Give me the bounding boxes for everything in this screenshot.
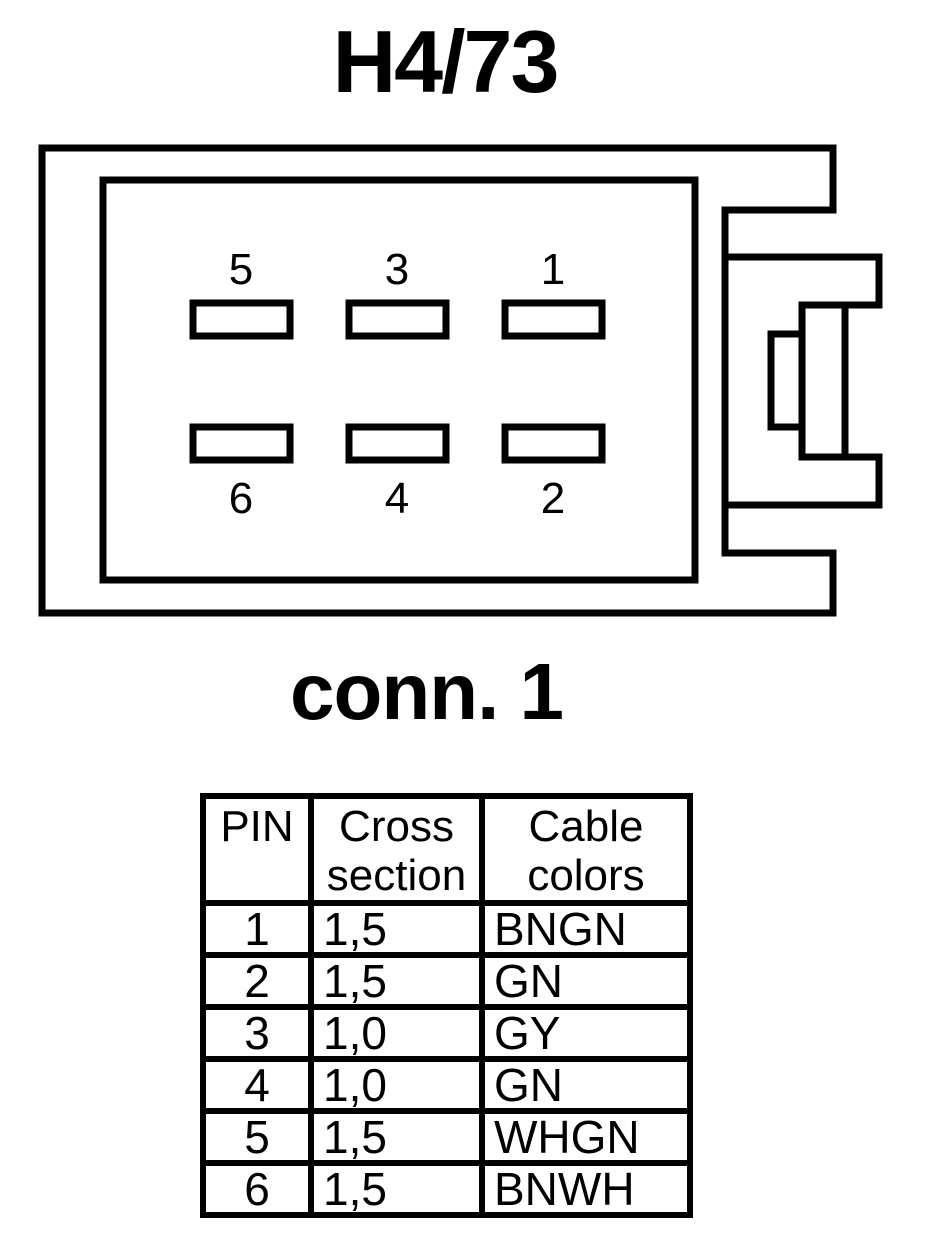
pin-label-2: 2 <box>541 474 565 523</box>
pin-slot-4 <box>345 423 450 464</box>
col-header-cross-line2: section <box>326 851 467 900</box>
connector-caption: conn. 1 <box>289 647 564 736</box>
col-header-cable-line2: colors <box>527 851 645 900</box>
latch-tab <box>767 330 806 431</box>
cell-cross-section: 1,0 <box>308 1056 485 1114</box>
connector-diagram: 5 3 1 6 4 2 <box>38 144 883 617</box>
table-row-pin-1: 1 1,5 BNGN <box>200 900 693 958</box>
col-header-cross-line1: Cross <box>339 802 454 851</box>
pin-label-3: 3 <box>385 245 409 294</box>
pin-label-4: 4 <box>385 474 409 523</box>
connector-inner-face <box>99 176 699 584</box>
table-row-pin-2: 2 1,5 GN <box>200 952 693 1010</box>
cell-cross-section: 1,5 <box>308 952 485 1010</box>
table-row-pin-5: 5 1,5 WHGN <box>200 1108 693 1166</box>
pin-slot-2 <box>501 423 606 464</box>
table-row-pin-6: 6 1,5 BNWH <box>200 1160 693 1218</box>
cell-pin: 5 <box>200 1108 314 1166</box>
pin-label-1: 1 <box>541 245 565 294</box>
cell-cable-colors: GN <box>479 952 693 1010</box>
table-row-pin-4: 4 1,0 GN <box>200 1056 693 1114</box>
cell-cable-colors: BNGN <box>479 900 693 958</box>
cell-pin: 6 <box>200 1160 314 1218</box>
cell-cross-section: 1,0 <box>308 1004 485 1062</box>
cell-cable-colors: BNWH <box>479 1160 693 1218</box>
pin-slot-3 <box>345 299 450 340</box>
cell-pin: 3 <box>200 1004 314 1062</box>
pin-slot-6 <box>189 423 294 464</box>
pin-slot-1 <box>501 299 606 340</box>
pin-label-5: 5 <box>229 245 253 294</box>
cell-cross-section: 1,5 <box>308 1108 485 1166</box>
cell-cross-section: 1,5 <box>308 1160 485 1218</box>
pin-slot-5 <box>189 299 294 340</box>
pin-label-6: 6 <box>229 474 253 523</box>
cell-cable-colors: GY <box>479 1004 693 1062</box>
cell-cable-colors: WHGN <box>479 1108 693 1166</box>
table-row-pin-3: 3 1,0 GY <box>200 1004 693 1062</box>
col-header-pin: PIN <box>200 793 314 906</box>
cell-pin: 4 <box>200 1056 314 1114</box>
cell-cross-section: 1,5 <box>308 900 485 958</box>
cell-pin: 1 <box>200 900 314 958</box>
connector-id-title: H4/73 <box>332 12 560 111</box>
col-header-cable-line1: Cable <box>528 802 644 851</box>
cell-pin: 2 <box>200 952 314 1010</box>
cell-cable-colors: GN <box>479 1056 693 1114</box>
